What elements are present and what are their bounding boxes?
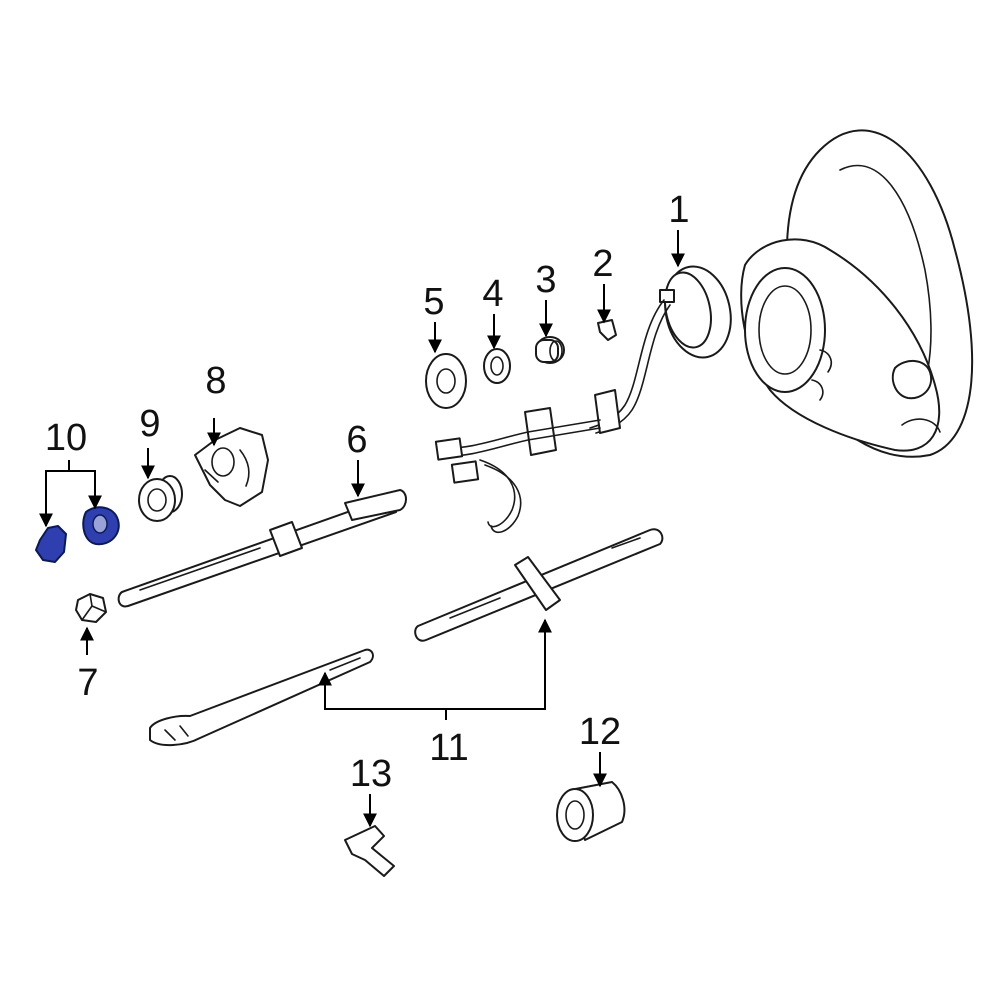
part-10-bore [92, 514, 108, 534]
part-6-upper-shaft [117, 489, 407, 608]
part-7-nut [75, 593, 107, 623]
callout-12: 12 [579, 711, 621, 753]
part-10-sleeve-set [35, 506, 120, 563]
part-5-bearing-plate [425, 353, 467, 409]
callout-9: 9 [139, 403, 160, 445]
part-2-clip [597, 319, 617, 341]
part-11-shaft-upper [414, 528, 664, 642]
callout-5: 5 [423, 281, 444, 323]
callout-11: 11 [429, 727, 468, 769]
callout-labels: 1 2 3 4 5 6 7 8 9 10 11 12 13 [45, 189, 690, 795]
callout-7: 7 [77, 662, 98, 704]
steering-wheel [740, 129, 974, 458]
callout-10: 10 [45, 417, 87, 459]
part-8-lock-housing [194, 427, 269, 507]
callout-4: 4 [482, 273, 503, 315]
part-1-horn-contact [589, 265, 732, 434]
part-11-shaft-lower [149, 648, 374, 746]
callout-1: 1 [668, 189, 689, 231]
part-13-bracket [344, 825, 395, 877]
part-10-piece-left [35, 525, 67, 563]
part-12-cover [556, 781, 626, 842]
part-4-washer [483, 348, 511, 384]
part-3-bushing [535, 336, 565, 364]
callout-6: 6 [346, 419, 367, 461]
wiring-harness [434, 389, 621, 534]
part-9-sleeve [138, 475, 183, 522]
callout-13: 13 [350, 753, 392, 795]
callout-2: 2 [592, 243, 613, 285]
callout-8: 8 [205, 360, 226, 402]
leader-lines [39, 230, 685, 828]
callout-3: 3 [535, 259, 556, 301]
